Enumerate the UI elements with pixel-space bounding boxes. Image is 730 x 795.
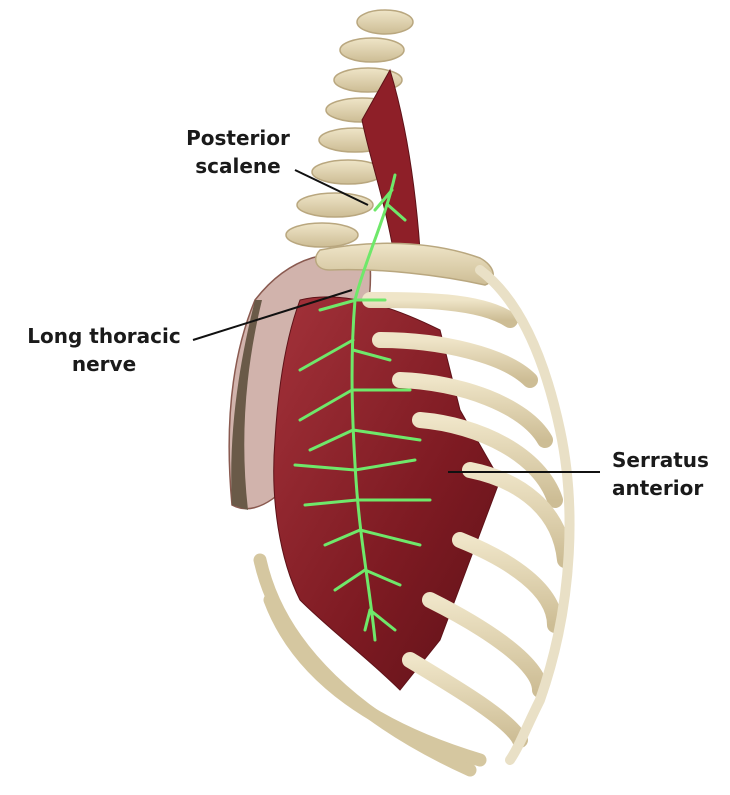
scapula-edge: [231, 300, 262, 510]
label-serratus-anterior-line1: Serratus: [612, 448, 709, 472]
long-thoracic-nerve: [293, 173, 432, 642]
label-long-thoracic-nerve-line2: nerve: [71, 352, 137, 376]
leader-posterior-scalene: [294, 169, 369, 206]
leader-long-thoracic-nerve: [192, 289, 353, 341]
posterior-ribs: [253, 553, 487, 777]
label-long-thoracic-nerve: Long thoracic nerve: [18, 322, 190, 378]
costal-margin: [475, 265, 575, 765]
label-serratus-anterior: Serratus anterior: [612, 446, 722, 502]
label-posterior-scalene: Posterior scalene: [168, 124, 308, 180]
label-posterior-scalene-line1: Posterior: [186, 126, 290, 150]
anterior-ribs: [362, 292, 573, 748]
serratus-anterior-muscle: [273, 296, 501, 691]
label-long-thoracic-nerve-line1: Long thoracic: [27, 324, 181, 348]
label-posterior-scalene-line2: scalene: [195, 154, 281, 178]
label-serratus-anterior-line2: anterior: [612, 476, 704, 500]
leader-lines: [192, 169, 600, 473]
clavicle: [314, 242, 494, 286]
